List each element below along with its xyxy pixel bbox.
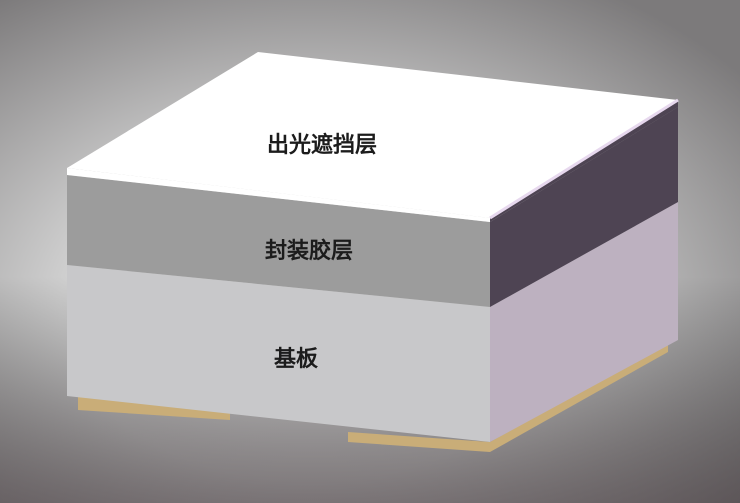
top-face-edge-highlight	[489, 98, 679, 220]
top-layer-front-face	[67, 168, 490, 222]
encapsulant-layer-label: 封装胶层	[265, 238, 353, 264]
top-face	[67, 52, 678, 218]
substrate-side-face	[490, 202, 678, 442]
substrate-front-face	[67, 265, 490, 442]
solder-pad-right	[348, 342, 668, 452]
solder-pad-left	[78, 396, 230, 420]
encapsulant-front-face	[67, 175, 490, 307]
encapsulant-side-face	[490, 107, 678, 307]
top-layer-label: 出光遮挡层	[267, 132, 377, 158]
substrate-label: 基板	[274, 347, 319, 372]
